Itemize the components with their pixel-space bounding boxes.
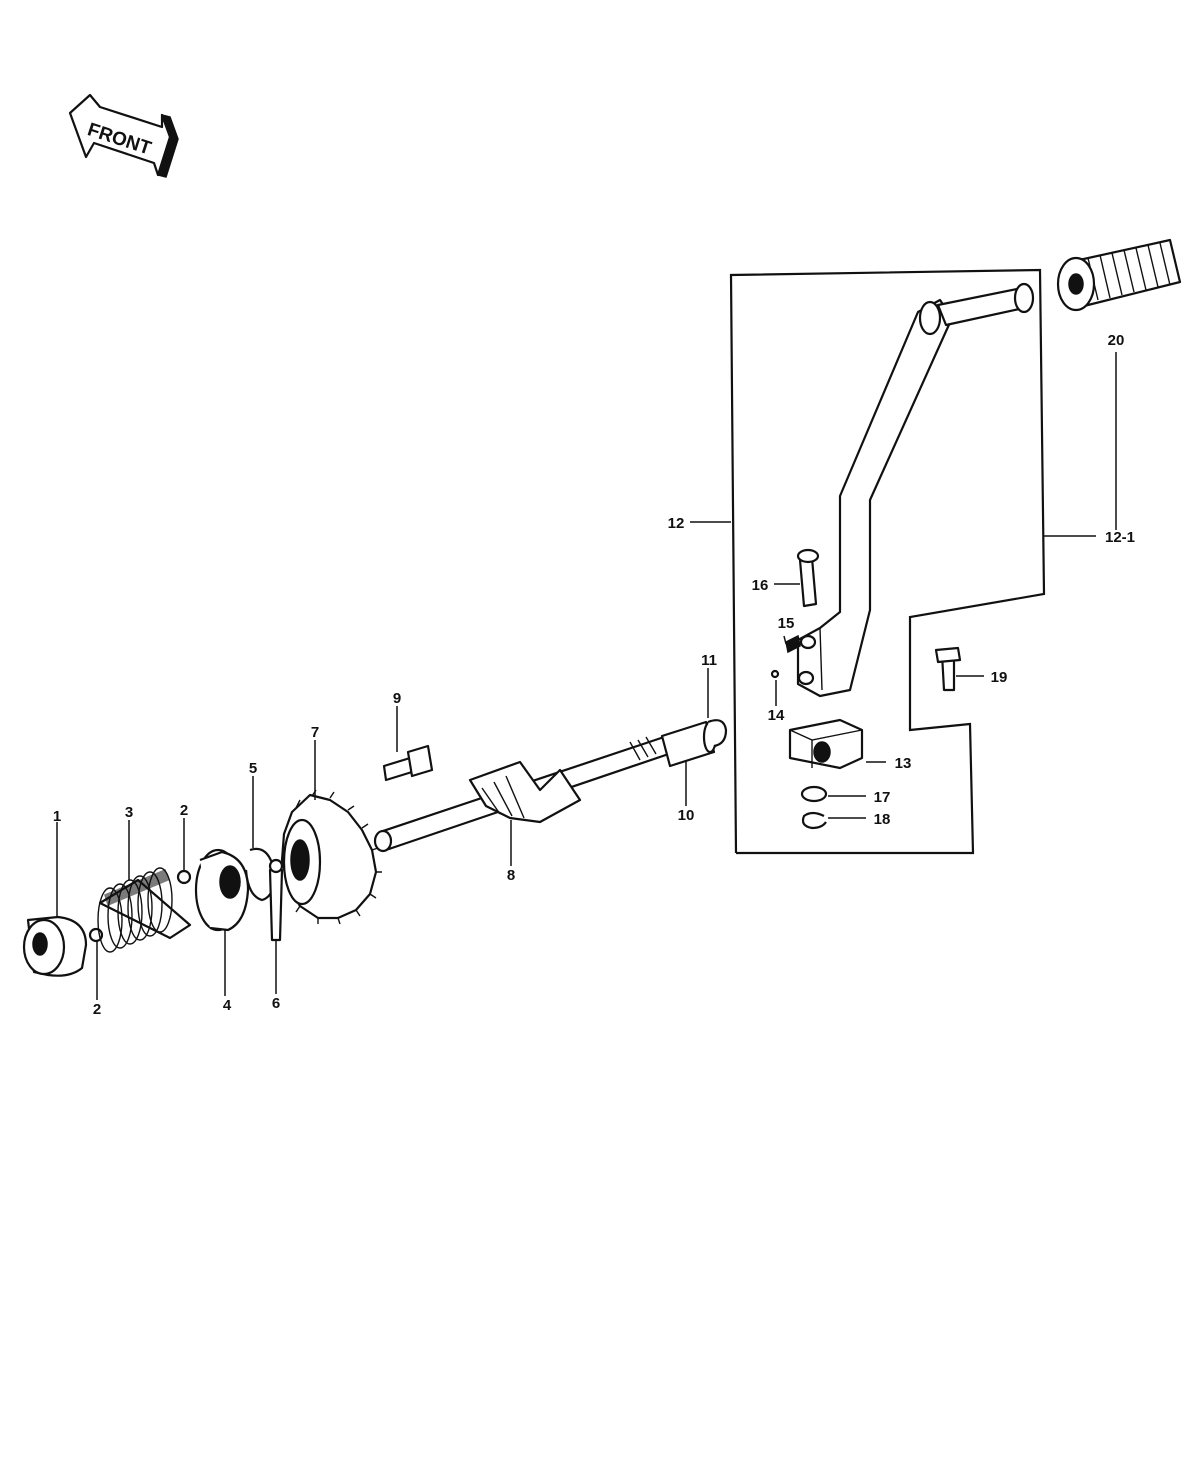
part-17-washer	[800, 785, 828, 803]
part-6-cotter-pin	[268, 858, 284, 942]
callout-labels: 1 2 3 2 4 5 6 7 8 9 10 11 12 12-1 13 14 …	[53, 332, 1135, 1018]
part-15-spring	[785, 634, 801, 654]
part-2-ring-upper	[176, 869, 192, 885]
callout-16: 16	[752, 577, 769, 594]
callout-5: 5	[249, 760, 257, 777]
callout-10: 10	[678, 807, 695, 824]
callout-20: 20	[1108, 332, 1125, 349]
part-19-bolt	[934, 646, 962, 692]
part-11-circlip	[707, 719, 728, 748]
callout-2-upper: 2	[180, 802, 188, 819]
callout-4: 4	[223, 997, 232, 1014]
callout-7: 7	[311, 724, 319, 741]
part-10-collar	[660, 720, 718, 768]
part-8-kick-shaft	[373, 723, 706, 853]
callout-11: 11	[701, 652, 717, 669]
callout-8: 8	[507, 867, 515, 884]
part-16-pivot-pin	[796, 548, 820, 608]
callout-19: 19	[991, 669, 1008, 686]
part-13-holder	[788, 718, 864, 770]
callout-9: 9	[393, 690, 401, 707]
callout-3: 3	[125, 804, 133, 821]
callout-18: 18	[874, 811, 891, 828]
part-12-1-kick-pedal-arm	[796, 282, 1035, 698]
leader-lines	[56, 352, 1117, 1000]
part-3-kick-spring	[97, 867, 192, 953]
front-arrow: FRONT	[68, 93, 179, 178]
part-1-cap	[22, 915, 88, 977]
part-20-pedal-rubber	[1056, 238, 1182, 312]
callout-15: 15	[778, 615, 795, 632]
part-4-spring-guide	[194, 848, 250, 932]
callout-1: 1	[53, 808, 61, 825]
callout-17: 17	[874, 789, 891, 806]
callout-12-1: 12-1	[1105, 529, 1135, 546]
part-18-clip	[801, 811, 827, 830]
part-7-kick-gear	[280, 789, 382, 925]
part-9-bolt	[382, 744, 434, 782]
callout-13: 13	[895, 755, 912, 772]
callout-12: 12	[668, 515, 685, 532]
callout-2-lower: 2	[93, 1001, 101, 1018]
callout-6: 6	[272, 995, 280, 1012]
callout-14: 14	[768, 707, 785, 724]
part-14-ball	[770, 669, 780, 679]
kick-pedal-assembly-boundary	[729, 268, 1046, 855]
